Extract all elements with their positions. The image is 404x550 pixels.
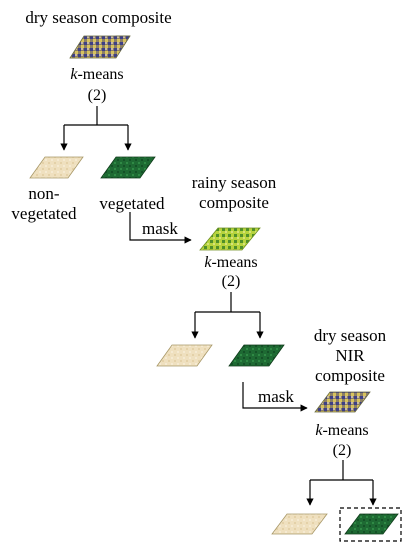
dry-nir-title-line1: dry season <box>313 326 387 345</box>
non-vegetated-thumbnail-3 <box>271 513 328 535</box>
dry-nir-title-line2: NIR <box>335 346 365 365</box>
kmeans-label-3: k-means <box>307 421 377 440</box>
non-vegetated-label-line2: vegetated <box>11 204 77 223</box>
vegetated-label: vegetated <box>99 194 165 213</box>
dry-season-composite-title: dry season composite <box>25 8 172 27</box>
rainy-season-title-line2: composite <box>199 193 269 212</box>
dry-season-composite-thumbnail-shape <box>69 35 131 59</box>
dry-nir-title-line3: composite <box>315 366 385 385</box>
kmeans-k-value-1: (2) <box>87 87 107 104</box>
vegetated-thumbnail-3 <box>344 513 399 535</box>
kmeans-k-italic-3: k <box>315 422 323 439</box>
kmeans-means-2: -means <box>211 254 258 271</box>
kmeans-k-italic-2: k <box>204 254 212 271</box>
rainy-season-title-line1: rainy season <box>191 173 277 192</box>
kmeans-means-1: -means <box>77 66 124 83</box>
selected-output-dashed-box <box>339 507 402 542</box>
kmeans-label-2: k-means <box>196 253 266 272</box>
non-vegetated-label-line1: non- <box>28 184 60 203</box>
kmeans-means-3: -means <box>322 422 369 439</box>
kmeans-k-italic-1: k <box>70 66 78 83</box>
vegetated-thumbnail-1 <box>100 156 156 179</box>
kmeans-label-1: k-means <box>62 65 132 84</box>
mask-arrow-1 <box>129 212 192 244</box>
kmeans-k-value-2: (2) <box>221 273 241 290</box>
vegetated-thumbnail-2 <box>228 344 285 367</box>
kmeans-k-value-3: (2) <box>332 442 352 459</box>
mask-arrow-2 <box>242 382 308 412</box>
rainy-season-composite-thumbnail <box>199 227 261 251</box>
non-vegetated-thumbnail-2 <box>156 344 213 367</box>
mask-label-1: mask <box>142 219 178 238</box>
non-vegetated-thumbnail-1 <box>29 156 84 179</box>
dry-season-nir-composite-thumbnail <box>314 391 371 413</box>
mask-label-2: mask <box>258 387 294 406</box>
